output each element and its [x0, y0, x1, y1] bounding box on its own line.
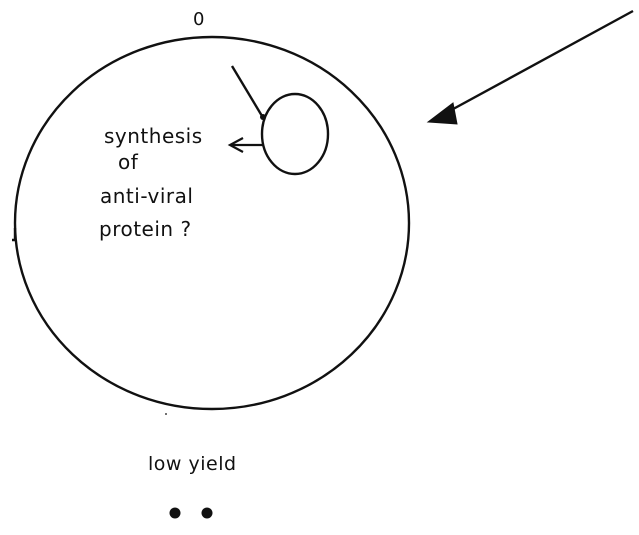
nucleus-outline — [260, 92, 330, 176]
cell-outline — [13, 35, 411, 411]
protein-label: protein ? — [99, 217, 192, 241]
entry-pointer-line — [230, 65, 264, 117]
entry-pointer-dot — [260, 114, 266, 120]
synthesis-arrow-head — [227, 137, 244, 153]
low-yield-label: low yield — [148, 453, 237, 475]
cell-edge-mark — [12, 228, 17, 242]
incoming-arrow-shaft — [443, 9, 634, 116]
anti-viral-label: anti-viral — [100, 184, 194, 208]
dot-left — [169, 507, 181, 519]
dot-right — [201, 507, 213, 519]
incoming-arrow-head — [426, 102, 458, 125]
top-mark-label: 0 — [193, 9, 205, 30]
speck — [165, 413, 167, 415]
of-label: of — [118, 150, 139, 174]
synthesis-label: synthesis — [104, 124, 203, 148]
